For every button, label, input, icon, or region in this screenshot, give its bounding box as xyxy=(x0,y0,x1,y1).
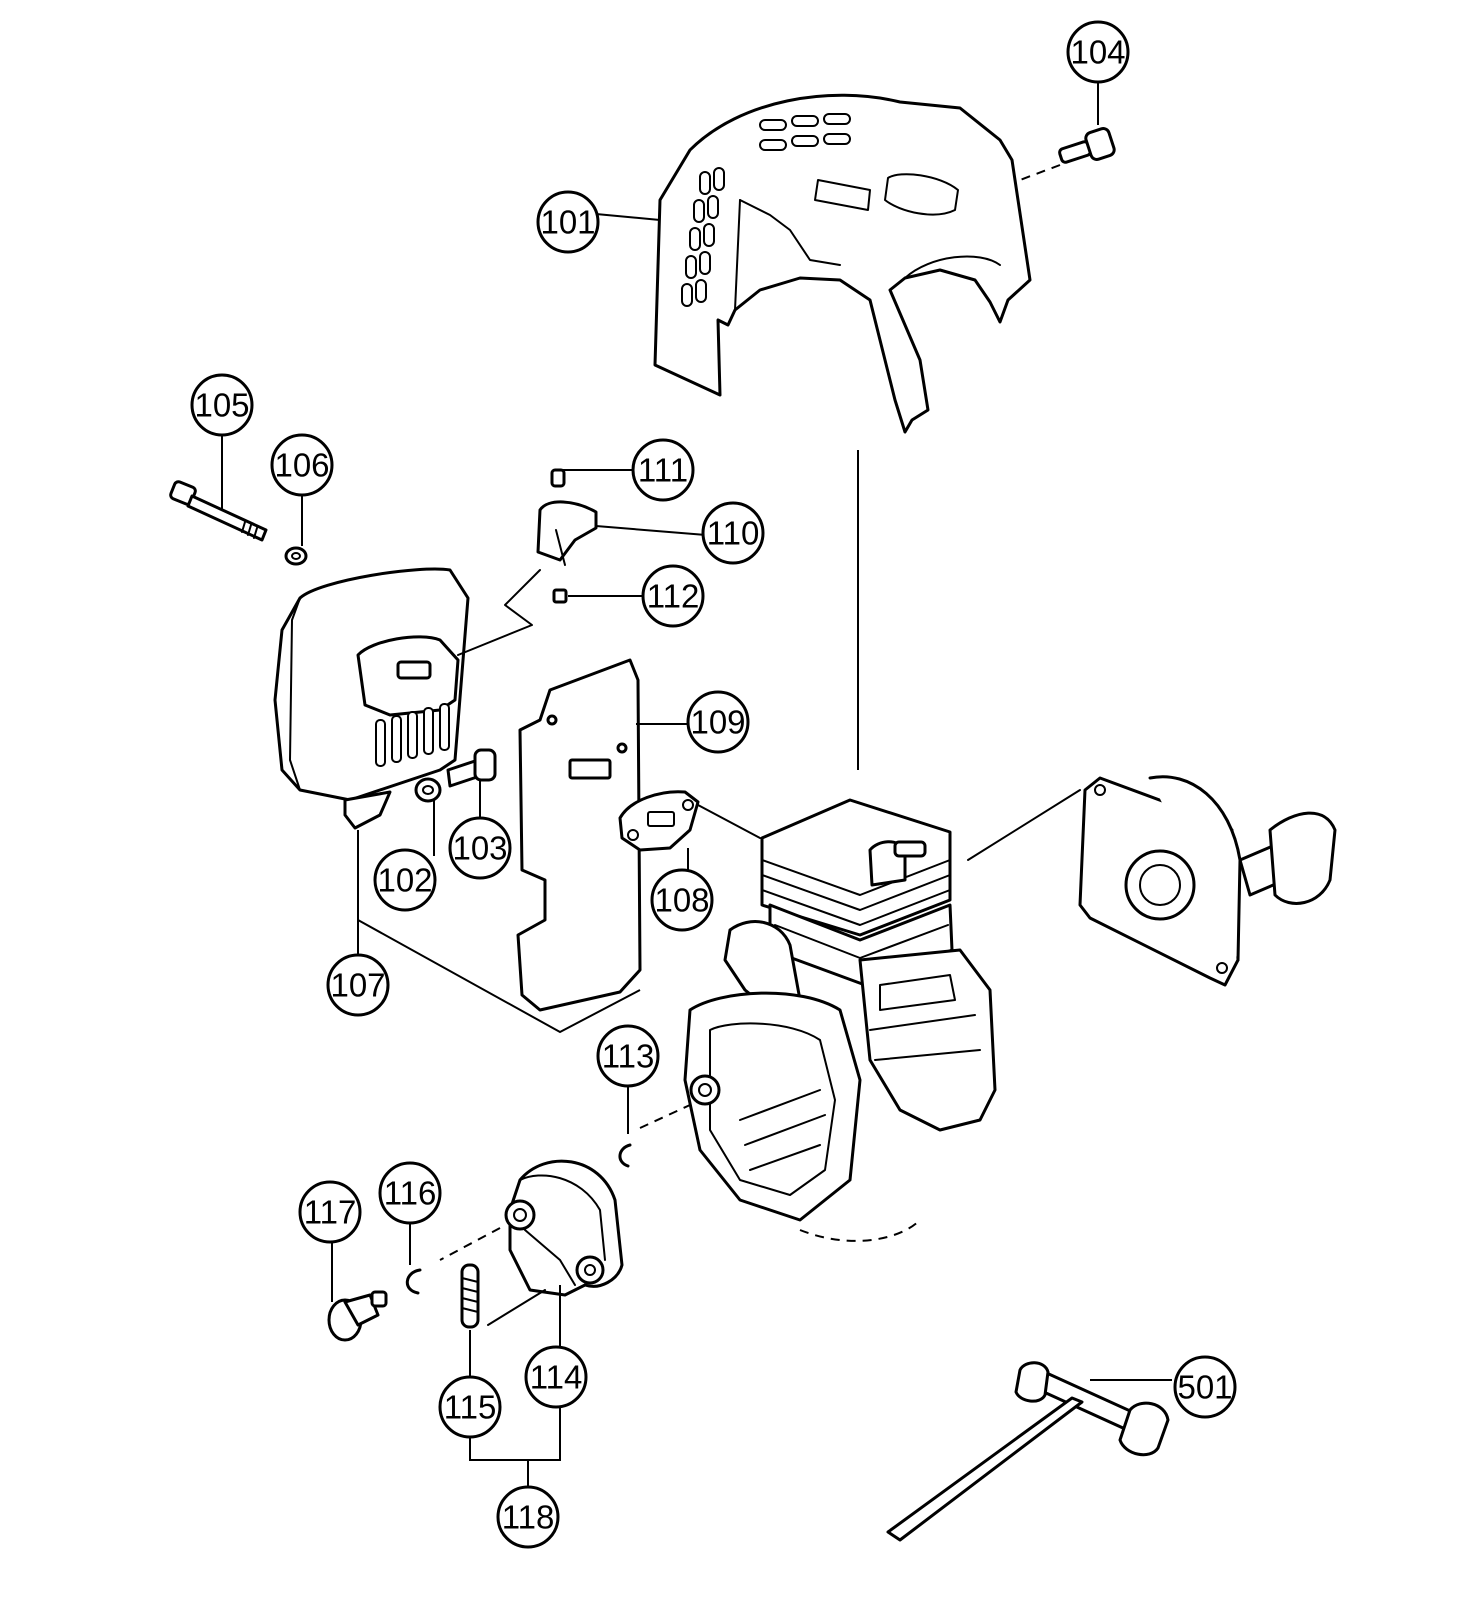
callout-106: 106 xyxy=(270,433,334,497)
callout-112: 112 xyxy=(641,564,705,628)
callout-117-label: 117 xyxy=(304,1194,357,1231)
callout-501-label: 501 xyxy=(1177,1369,1232,1406)
callout-106-label: 106 xyxy=(274,447,329,484)
clip-116-part xyxy=(405,1268,422,1295)
callout-118-label: 118 xyxy=(502,1499,555,1536)
callout-115: 115 xyxy=(438,1375,502,1439)
clutch-assembly-part xyxy=(504,1159,624,1297)
t-wrench-part xyxy=(886,1361,1170,1542)
leader-lines xyxy=(221,82,1172,1486)
callout-110-label: 110 xyxy=(707,515,760,552)
callout-109: 109 xyxy=(686,690,750,754)
washer-part xyxy=(284,546,308,566)
heat-shield-part xyxy=(516,658,642,1012)
cover-vent-slots xyxy=(681,113,851,307)
callout-110: 110 xyxy=(701,501,765,565)
callout-116-label: 116 xyxy=(384,1175,437,1212)
callout-107-label: 107 xyxy=(330,967,385,1004)
muffler-vent-slots xyxy=(375,703,450,767)
clutch-bolt-part xyxy=(327,1290,388,1342)
callout-104-label: 104 xyxy=(1070,34,1125,71)
small-washer-part xyxy=(414,777,442,803)
callout-501: 501 xyxy=(1173,1355,1237,1419)
clutch-spring-part xyxy=(460,1263,480,1329)
muffler-gasket-part xyxy=(618,790,700,852)
callout-115-label: 115 xyxy=(444,1389,497,1426)
callout-111-label: 111 xyxy=(638,452,688,489)
cover-bolt-part xyxy=(1058,127,1116,164)
engine-block-part xyxy=(683,798,997,1242)
callout-101: 101 xyxy=(536,190,600,254)
callout-103-label: 103 xyxy=(452,830,507,867)
callout-107: 107 xyxy=(326,953,390,1017)
callout-113-label: 113 xyxy=(602,1038,655,1075)
callout-114-label: 114 xyxy=(530,1359,583,1396)
callout-113: 113 xyxy=(596,1024,660,1088)
callout-111: 111 xyxy=(631,438,695,502)
callout-102-label: 102 xyxy=(377,862,432,899)
callout-103: 103 xyxy=(448,816,512,880)
engine-cover-part xyxy=(653,93,1032,434)
muffler-bolt-part xyxy=(169,480,268,542)
callout-112-label: 112 xyxy=(647,578,700,615)
callout-118: 118 xyxy=(496,1485,560,1549)
callout-105-label: 105 xyxy=(194,387,249,424)
recoil-starter-part xyxy=(1078,775,1337,987)
callout-116: 116 xyxy=(378,1161,442,1225)
callout-108-label: 108 xyxy=(654,882,709,919)
arrestor-bracket-part xyxy=(536,468,598,604)
muffler-part xyxy=(273,567,470,830)
callout-102: 102 xyxy=(373,848,437,912)
callout-105: 105 xyxy=(190,373,254,437)
callout-101-label: 101 xyxy=(540,204,595,241)
e-clip-part xyxy=(618,1143,632,1168)
callout-117: 117 xyxy=(298,1180,362,1244)
callout-109-label: 109 xyxy=(690,704,745,741)
callout-104: 104 xyxy=(1066,20,1130,84)
callout-114: 114 xyxy=(524,1345,588,1409)
small-bolt-part xyxy=(446,748,497,788)
callout-108: 108 xyxy=(650,868,714,932)
